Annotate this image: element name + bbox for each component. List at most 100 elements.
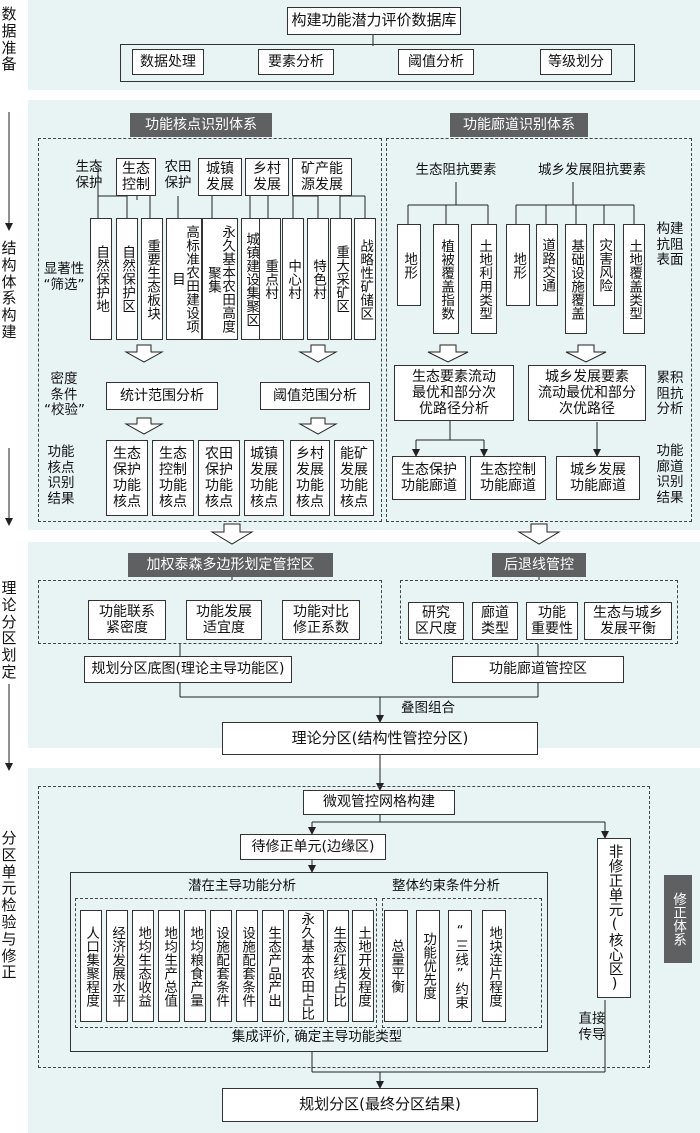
node-item-urban-cluster: 城镇建设集聚区 — [241, 218, 261, 340]
check-potential-frame — [75, 898, 377, 1028]
zoning-right-title: 后退线管控 — [492, 553, 586, 577]
zoning-left-output: 规划分区底图(理论主导功能区) — [84, 656, 292, 683]
corridor-eco-factor: 生态阻抗要素 — [415, 162, 497, 178]
node-item-featured-village: 特色村 — [307, 218, 329, 340]
node-label-result: 功能 核点 识别 结果 — [47, 444, 75, 507]
node-system-frame — [38, 138, 382, 522]
node-item-eco-block: 重要生态板块 — [141, 218, 163, 340]
node-result-rural: 乡村 发展 功能 核点 — [290, 440, 330, 516]
zoning-item-correction: 功能对比 修正系数 — [282, 600, 360, 640]
corridor-system-title: 功能廊道识别体系 — [450, 113, 588, 137]
check-pot-facility-2: 设施配套条件 — [236, 910, 258, 1022]
zoning-left-frame — [38, 580, 382, 644]
corridor-eco-flow: 生态要素流动 最优和部分次 优路径分析 — [394, 365, 514, 421]
node-item-high-standard-farmland: 高标准农田建设项目 — [166, 218, 202, 340]
stage-label-zoning: 理 论 分 区 划 定 — [1, 579, 17, 681]
corridor-eco-terrain: 地形 — [397, 224, 421, 306]
final-zoning-result: 规划分区(最终分区结果) — [222, 1088, 538, 1122]
zoning-item-suitability: 功能发展 适宜度 — [186, 600, 262, 640]
check-pot-permanent-farmland: 永久基本农田占比 — [288, 910, 324, 1022]
node-item-nature-reserve-land: 自然保护地 — [90, 218, 112, 340]
node-system-title: 功能核点识别体系 — [130, 113, 272, 137]
node-cat-eco-control: 生态 控制 — [116, 158, 156, 196]
check-pending-unit: 待修正单元(边缘区) — [240, 834, 386, 860]
node-item-mining-area: 重大采矿区 — [330, 218, 352, 340]
zoning-item-balance: 生态与城乡 发展平衡 — [584, 602, 672, 640]
node-label-check: 密度 条件 “校验” — [44, 371, 85, 419]
node-threshold-analysis: 阈值范围分析 — [260, 382, 370, 410]
check-pot-eco-product: 生态产品产出 — [262, 910, 284, 1022]
check-revise-system: 修正体系 — [664, 875, 692, 963]
corridor-urban-terrain: 地形 — [506, 224, 530, 306]
zoning-item-scale: 研究 区尺度 — [408, 602, 464, 640]
corridor-label-result: 功能 廊道 识别 结果 — [656, 443, 684, 506]
check-pot-redline: 生态红线占比 — [327, 910, 349, 1022]
corridor-system-frame — [386, 138, 692, 522]
corridor-result-eco-protect: 生态保护 功能廊道 — [392, 456, 466, 500]
check-frame — [38, 786, 650, 1068]
check-pot-population: 人口集聚程度 — [80, 910, 102, 1022]
node-item-nature-reserve: 自然保护区 — [116, 218, 138, 340]
check-integrate-label: 集成评价, 确定主导功能类型 — [231, 1029, 403, 1045]
corridor-eco-vegetation: 植被覆盖指数 — [433, 224, 459, 334]
node-result-urban: 城镇 发展 功能 核点 — [244, 440, 284, 516]
node-label-filter: 显著性 “筛选” — [43, 261, 85, 293]
zoning-right-frame — [400, 580, 678, 644]
check-pot-grain: 地均粮食产量 — [184, 910, 206, 1022]
node-cat-farmland: 农田 保护 — [164, 159, 192, 191]
stage-label-prep: 数 据 准 备 — [1, 5, 17, 74]
node-cat-rural: 乡村 发展 — [245, 158, 289, 196]
node-result-mineral: 能矿 发展 功能 核点 — [334, 440, 374, 516]
node-item-key-village: 重点村 — [259, 218, 281, 340]
check-analysis-frame — [70, 872, 548, 1052]
check-pot-gdp: 地均生产总值 — [158, 910, 180, 1022]
corridor-result-urban: 城乡发展 功能廊道 — [556, 456, 640, 500]
corridor-urban-traffic: 道路交通 — [536, 224, 558, 306]
zoning-left-title: 加权泰森多边形划定管控区 — [128, 553, 333, 577]
stage-label-structure: 结 构 体 系 构 建 — [1, 239, 17, 341]
check-nonmod-unit: 非修正单元(核心区) — [597, 838, 631, 998]
check-constraint-frame — [382, 898, 542, 1028]
check-con-contiguity: 地块连片程度 — [482, 910, 506, 1022]
check-pot-facility-1: 设施配套条件 — [210, 910, 232, 1022]
corridor-label-accum: 累积 阻抗 分析 — [656, 370, 684, 418]
check-pot-eco-benefit: 地均生态收益 — [132, 910, 154, 1022]
node-cat-urban: 城镇 发展 — [198, 158, 242, 196]
node-result-eco-control: 生态 控制 功能 核点 — [152, 440, 194, 516]
prep-title: 构建功能潜力评价数据库 — [287, 7, 461, 35]
prep-container — [120, 44, 635, 82]
zoning-theory-result: 理论分区(结构性管控分区) — [222, 722, 538, 755]
corridor-urban-landcover: 土地覆盖类型 — [623, 224, 645, 334]
corridor-urban-flow: 城乡发展要素 流动最优和部分 次优路径 — [528, 365, 646, 421]
check-pot-economy: 经济发展水平 — [106, 910, 128, 1022]
stage-label-check: 分 区 单 元 检 验 与 修 正 — [1, 829, 17, 982]
node-result-farmland: 农田 保护 功能 核点 — [198, 440, 240, 516]
node-cat-eco-protect: 生态 保护 — [75, 159, 103, 191]
corridor-urban-hazard: 灾害风险 — [593, 224, 615, 306]
node-result-eco-protect: 生态 保护 功能 核点 — [106, 440, 148, 516]
zoning-item-importance: 功能 重要性 — [526, 602, 578, 640]
prep-item-data-processing: 数据处理 — [132, 49, 204, 75]
check-con-balance: 总量平衡 — [384, 910, 408, 1022]
check-pot-development: 土地开发程度 — [352, 910, 374, 1022]
corridor-label-build: 构建 抗阻 表面 — [656, 221, 684, 269]
check-constraint-label: 整体约束条件分析 — [392, 878, 500, 894]
check-con-priority: 功能优先度 — [416, 910, 440, 1022]
node-item-strategic-mineral: 战略性矿储区 — [354, 218, 376, 340]
check-potential-label: 潜在主导功能分析 — [188, 878, 296, 894]
check-micro-grid: 微观管控网格构建 — [303, 790, 455, 815]
node-stat-analysis: 统计范围分析 — [106, 382, 218, 410]
prep-item-threshold-analysis: 阈值分析 — [398, 49, 474, 75]
zoning-overlay-label: 叠图组合 — [401, 700, 455, 716]
prep-item-factor-analysis: 要素分析 — [258, 49, 334, 75]
prep-item-grading: 等级划分 — [540, 49, 612, 75]
zoning-right-output: 功能廊道管控区 — [452, 656, 624, 683]
zoning-item-connectivity: 功能联系 紧密度 — [88, 600, 166, 640]
zoning-item-corridor-type: 廊道 类型 — [472, 602, 518, 640]
check-direct-transfer: 直接 传导 — [578, 1011, 606, 1043]
node-item-permanent-farmland: 永久基本农田高度聚集 — [202, 218, 238, 340]
node-cat-mineral: 矿产能 源发展 — [292, 158, 352, 196]
check-con-three-lines: “三线”约束 — [448, 910, 472, 1022]
corridor-result-eco-control: 生态控制 功能廊道 — [470, 456, 546, 500]
